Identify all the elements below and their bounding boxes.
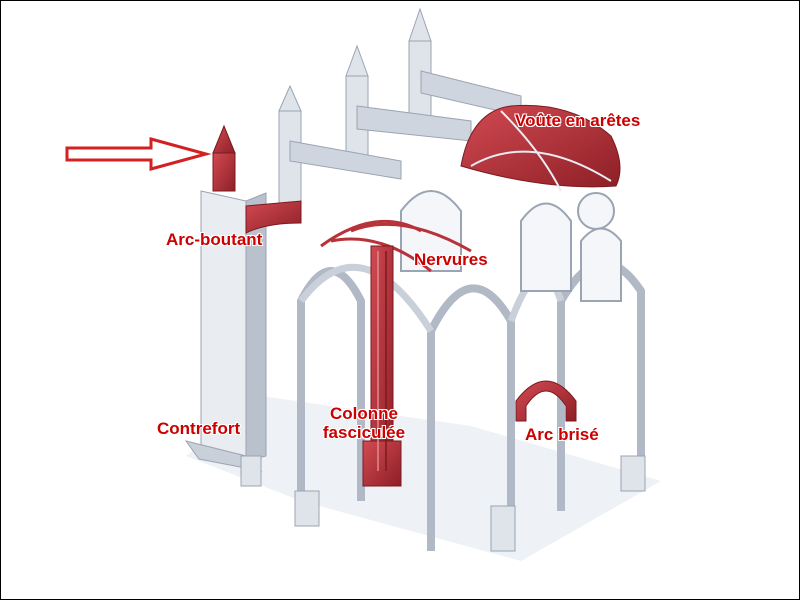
pinnacles — [278, 7, 522, 212]
label-colonne: Colonne fasciculée — [305, 404, 423, 442]
flying-buttress — [245, 200, 302, 234]
label-contrefort: Contrefort — [157, 419, 241, 438]
label-colonne-line1: Colonne — [330, 404, 398, 423]
label-arc-brise: Arc brisé — [525, 425, 599, 444]
groin-vault — [460, 104, 621, 192]
pointed-arch — [515, 380, 577, 422]
arrow-pointer — [65, 137, 212, 171]
column-bases — [240, 455, 646, 552]
ribs — [320, 219, 472, 273]
label-arc-boutant: Arc-boutant — [166, 230, 263, 249]
pinnacle-highlight — [212, 124, 236, 192]
label-nervures: Nervures — [414, 250, 488, 269]
label-voute: Voûte en arêtes — [515, 111, 641, 130]
label-colonne-line2: fasciculée — [322, 423, 406, 442]
arcade-walls — [297, 190, 645, 551]
clustered-column — [362, 245, 402, 487]
